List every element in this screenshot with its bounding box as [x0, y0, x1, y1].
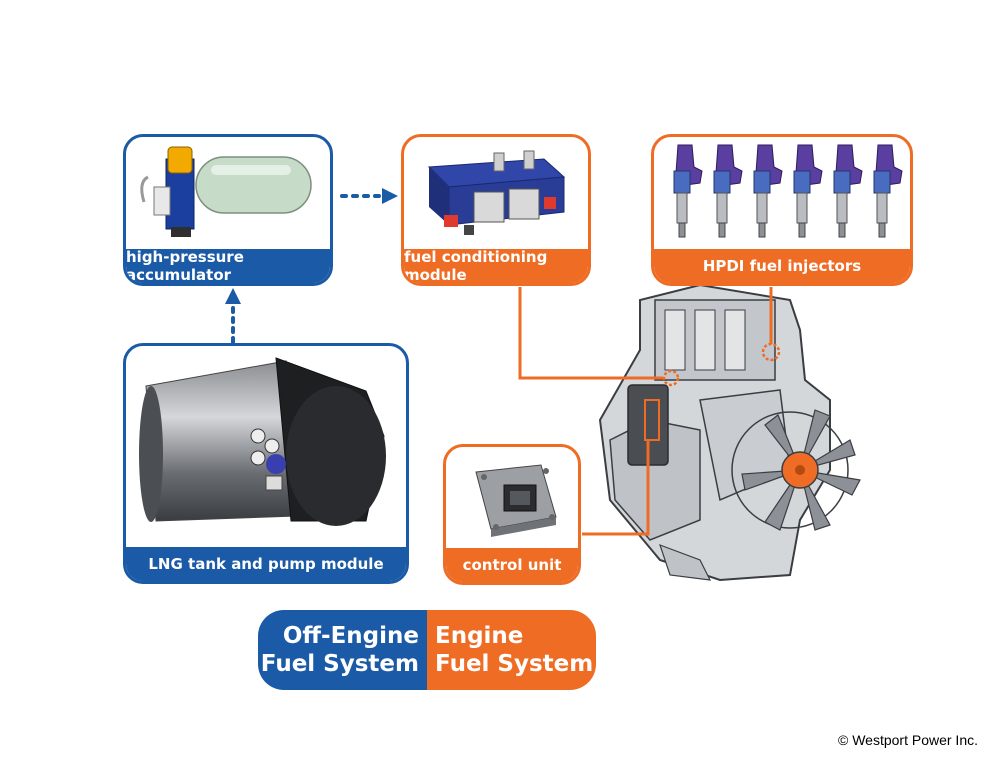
lng-tank-label: LNG tank and pump module [126, 547, 406, 581]
fuel-conditioning-card: fuel conditioning module [401, 134, 591, 286]
connector-control-to-engine [582, 440, 650, 536]
control-unit-image [446, 447, 578, 548]
injector-icon [673, 144, 703, 238]
flow-arrow-accumulator-to-fcm [340, 188, 398, 204]
copyright-notice: © Westport Power Inc. [838, 732, 978, 748]
system-legend: Off-Engine Fuel System Engine Fuel Syste… [258, 610, 596, 690]
lng-tank-card: LNG tank and pump module [123, 343, 409, 584]
injector-icon [713, 144, 743, 238]
injector-icon [753, 144, 783, 238]
injector-icon [873, 144, 903, 238]
injector-icon [793, 144, 823, 238]
accumulator-card: high-pressure accumulator [123, 134, 333, 286]
legend-off-engine: Off-Engine Fuel System [258, 610, 427, 690]
legend-off-engine-line1: Off-Engine [282, 623, 419, 649]
flow-arrow-lng-to-accumulator [225, 288, 241, 344]
injector-icon [833, 144, 863, 238]
fuel-conditioning-image [404, 137, 588, 249]
lng-tank-image [126, 346, 406, 547]
fuel-conditioning-label: fuel conditioning module [404, 248, 588, 283]
legend-engine-line2: Fuel System [435, 651, 594, 677]
accumulator-image [126, 137, 330, 249]
legend-engine: Engine Fuel System [427, 610, 596, 690]
legend-engine-line1: Engine [435, 623, 524, 649]
control-unit-label: control unit [446, 548, 578, 582]
legend-off-engine-line2: Fuel System [260, 651, 419, 677]
injectors-image [654, 137, 910, 249]
engine-illustration [598, 283, 861, 582]
injectors-label: HPDI fuel injectors [654, 249, 910, 283]
control-unit-card: control unit [443, 444, 581, 585]
connector-injectors-to-engine [761, 287, 781, 362]
accumulator-label: high-pressure accumulator [126, 248, 330, 283]
connector-fcm-to-engine [518, 287, 680, 387]
injectors-card: HPDI fuel injectors [651, 134, 913, 286]
